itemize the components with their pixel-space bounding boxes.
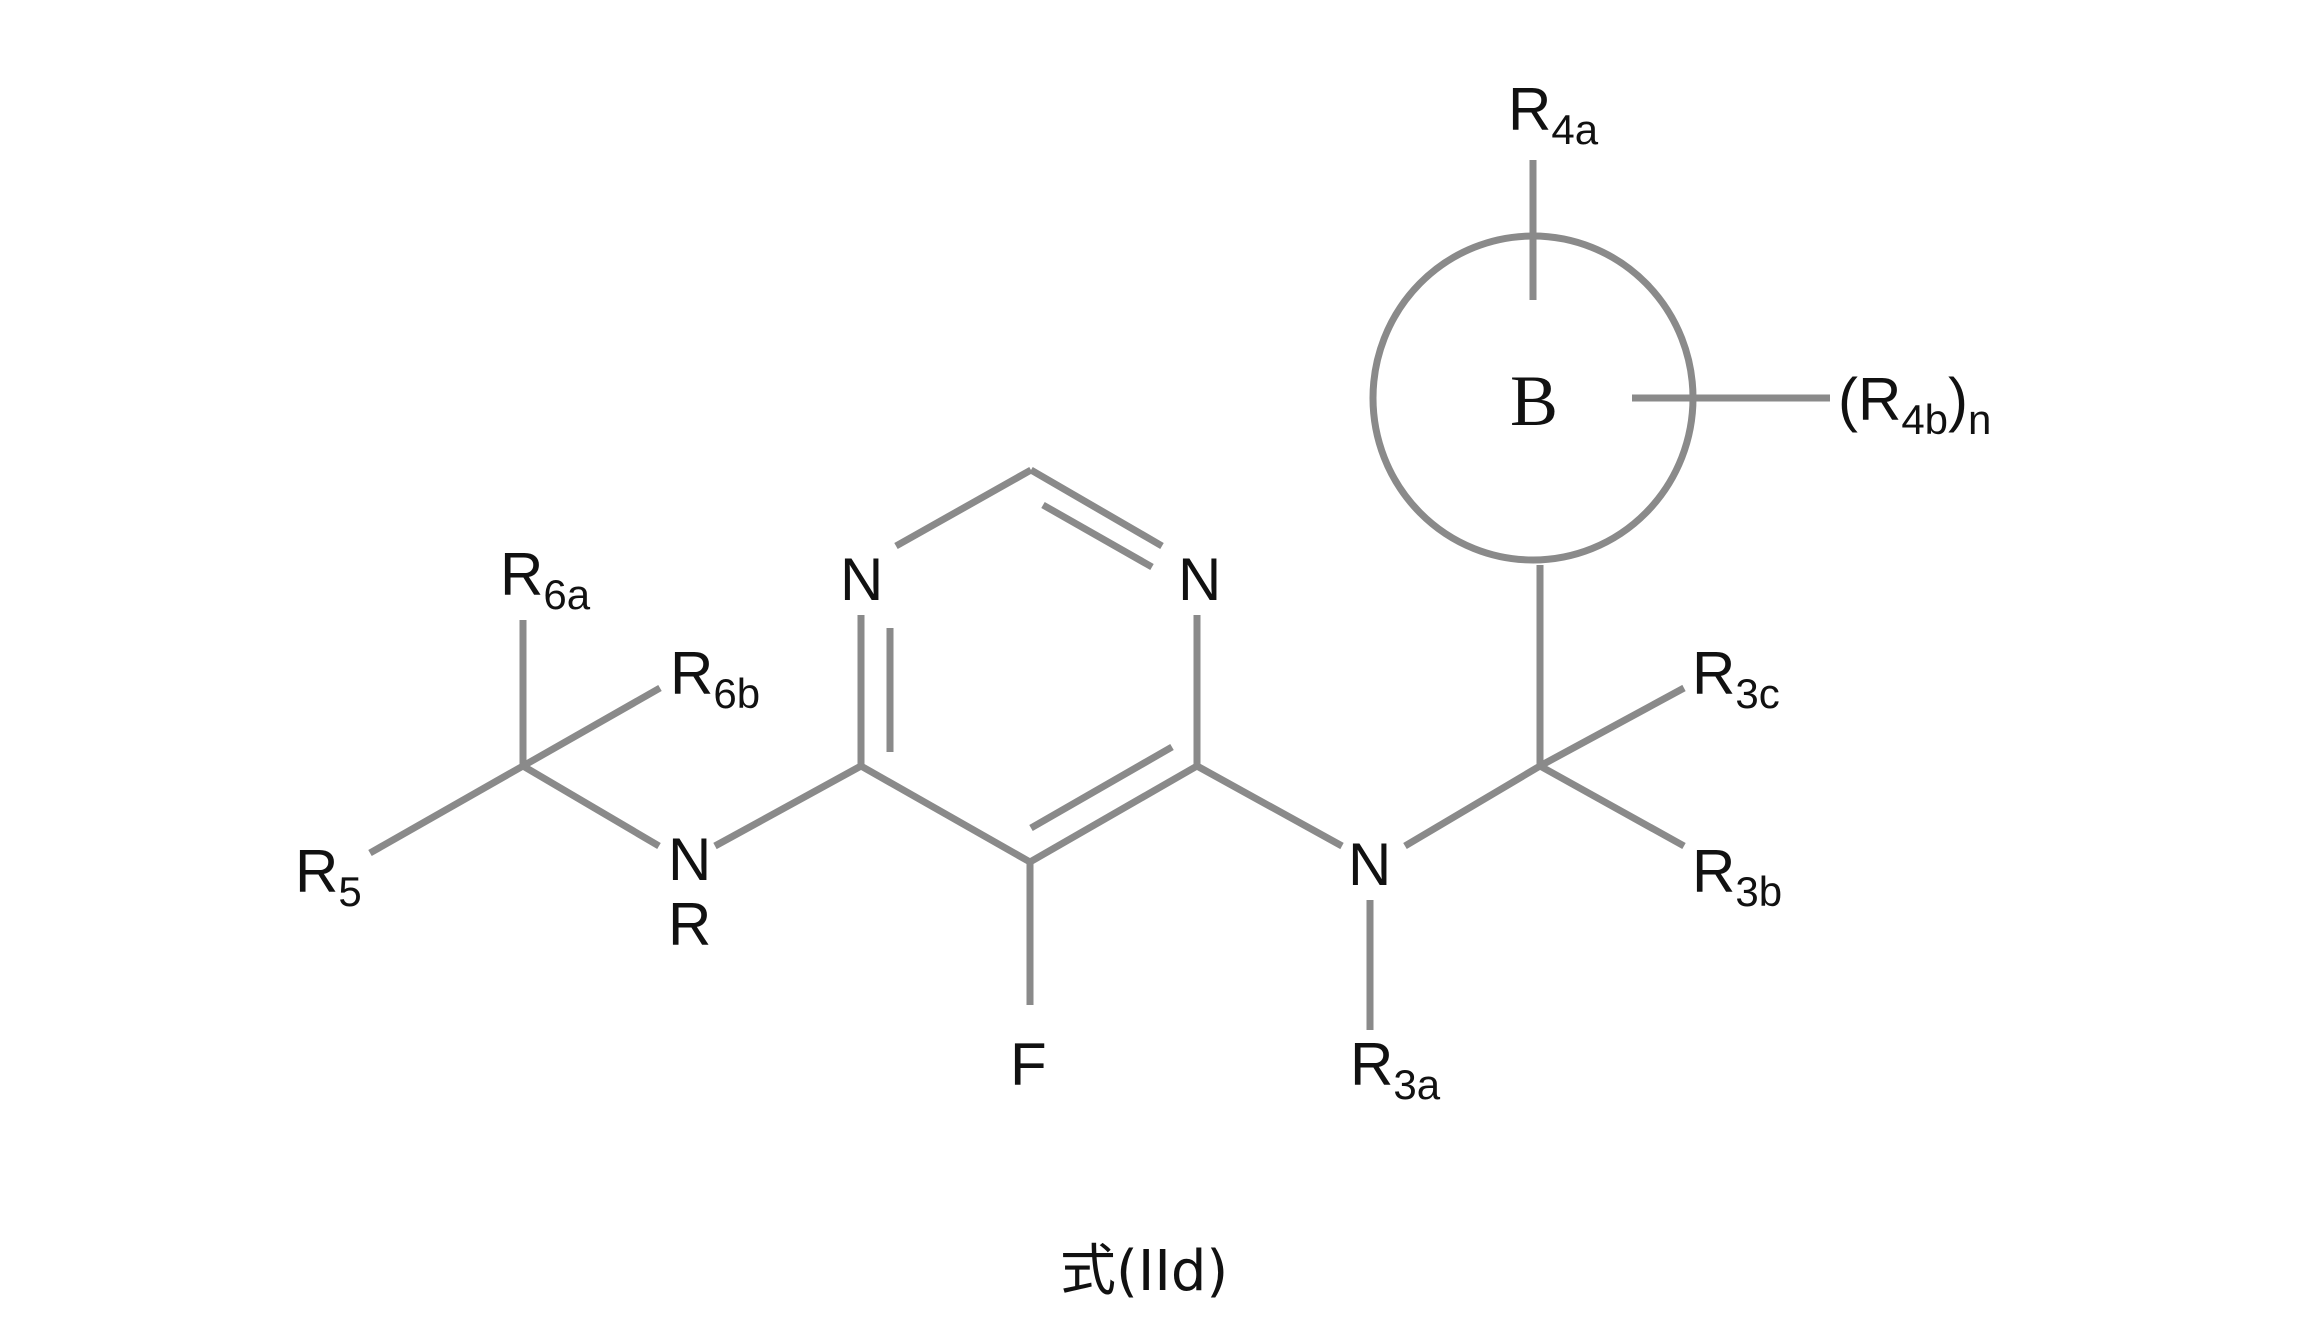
atom-n1: N (840, 546, 883, 613)
figure-caption: 式(IId) (1060, 1239, 1228, 1304)
bond-c-r3b (1540, 766, 1684, 846)
atom-fluorine: F (1010, 1031, 1047, 1098)
label-r3c: R3c (1692, 640, 1780, 717)
bond-c-r5 (370, 766, 523, 853)
ring-b-label: B (1510, 361, 1558, 441)
label-r5: R5 (295, 838, 362, 915)
label-r4b: (R4b)n (1838, 366, 1991, 443)
bond-c6-nh (715, 766, 861, 846)
label-r3a: R3a (1350, 1031, 1441, 1108)
bond-c-r6b (523, 688, 660, 766)
bond-nh-c (523, 766, 659, 846)
atom-n3: N (1178, 546, 1221, 613)
label-r3b: R3b (1692, 838, 1782, 915)
atom-nh-r: R (668, 891, 711, 958)
bond-c2-n3-inner (1043, 505, 1152, 567)
atom-n-amine: N (1348, 831, 1391, 898)
bond-c2-n1 (896, 470, 1031, 546)
label-r6a: R6a (500, 541, 591, 618)
bond-c5-c4-inner (1031, 747, 1172, 828)
atom-nh-n: N (668, 826, 711, 893)
bond-n-c (1405, 766, 1540, 846)
bond-c6-c5 (861, 766, 1030, 862)
bond-c-r3c (1540, 688, 1684, 766)
label-r6b: R6b (670, 640, 760, 717)
bond-c4-n (1197, 766, 1342, 846)
label-r4a: R4a (1508, 76, 1599, 153)
